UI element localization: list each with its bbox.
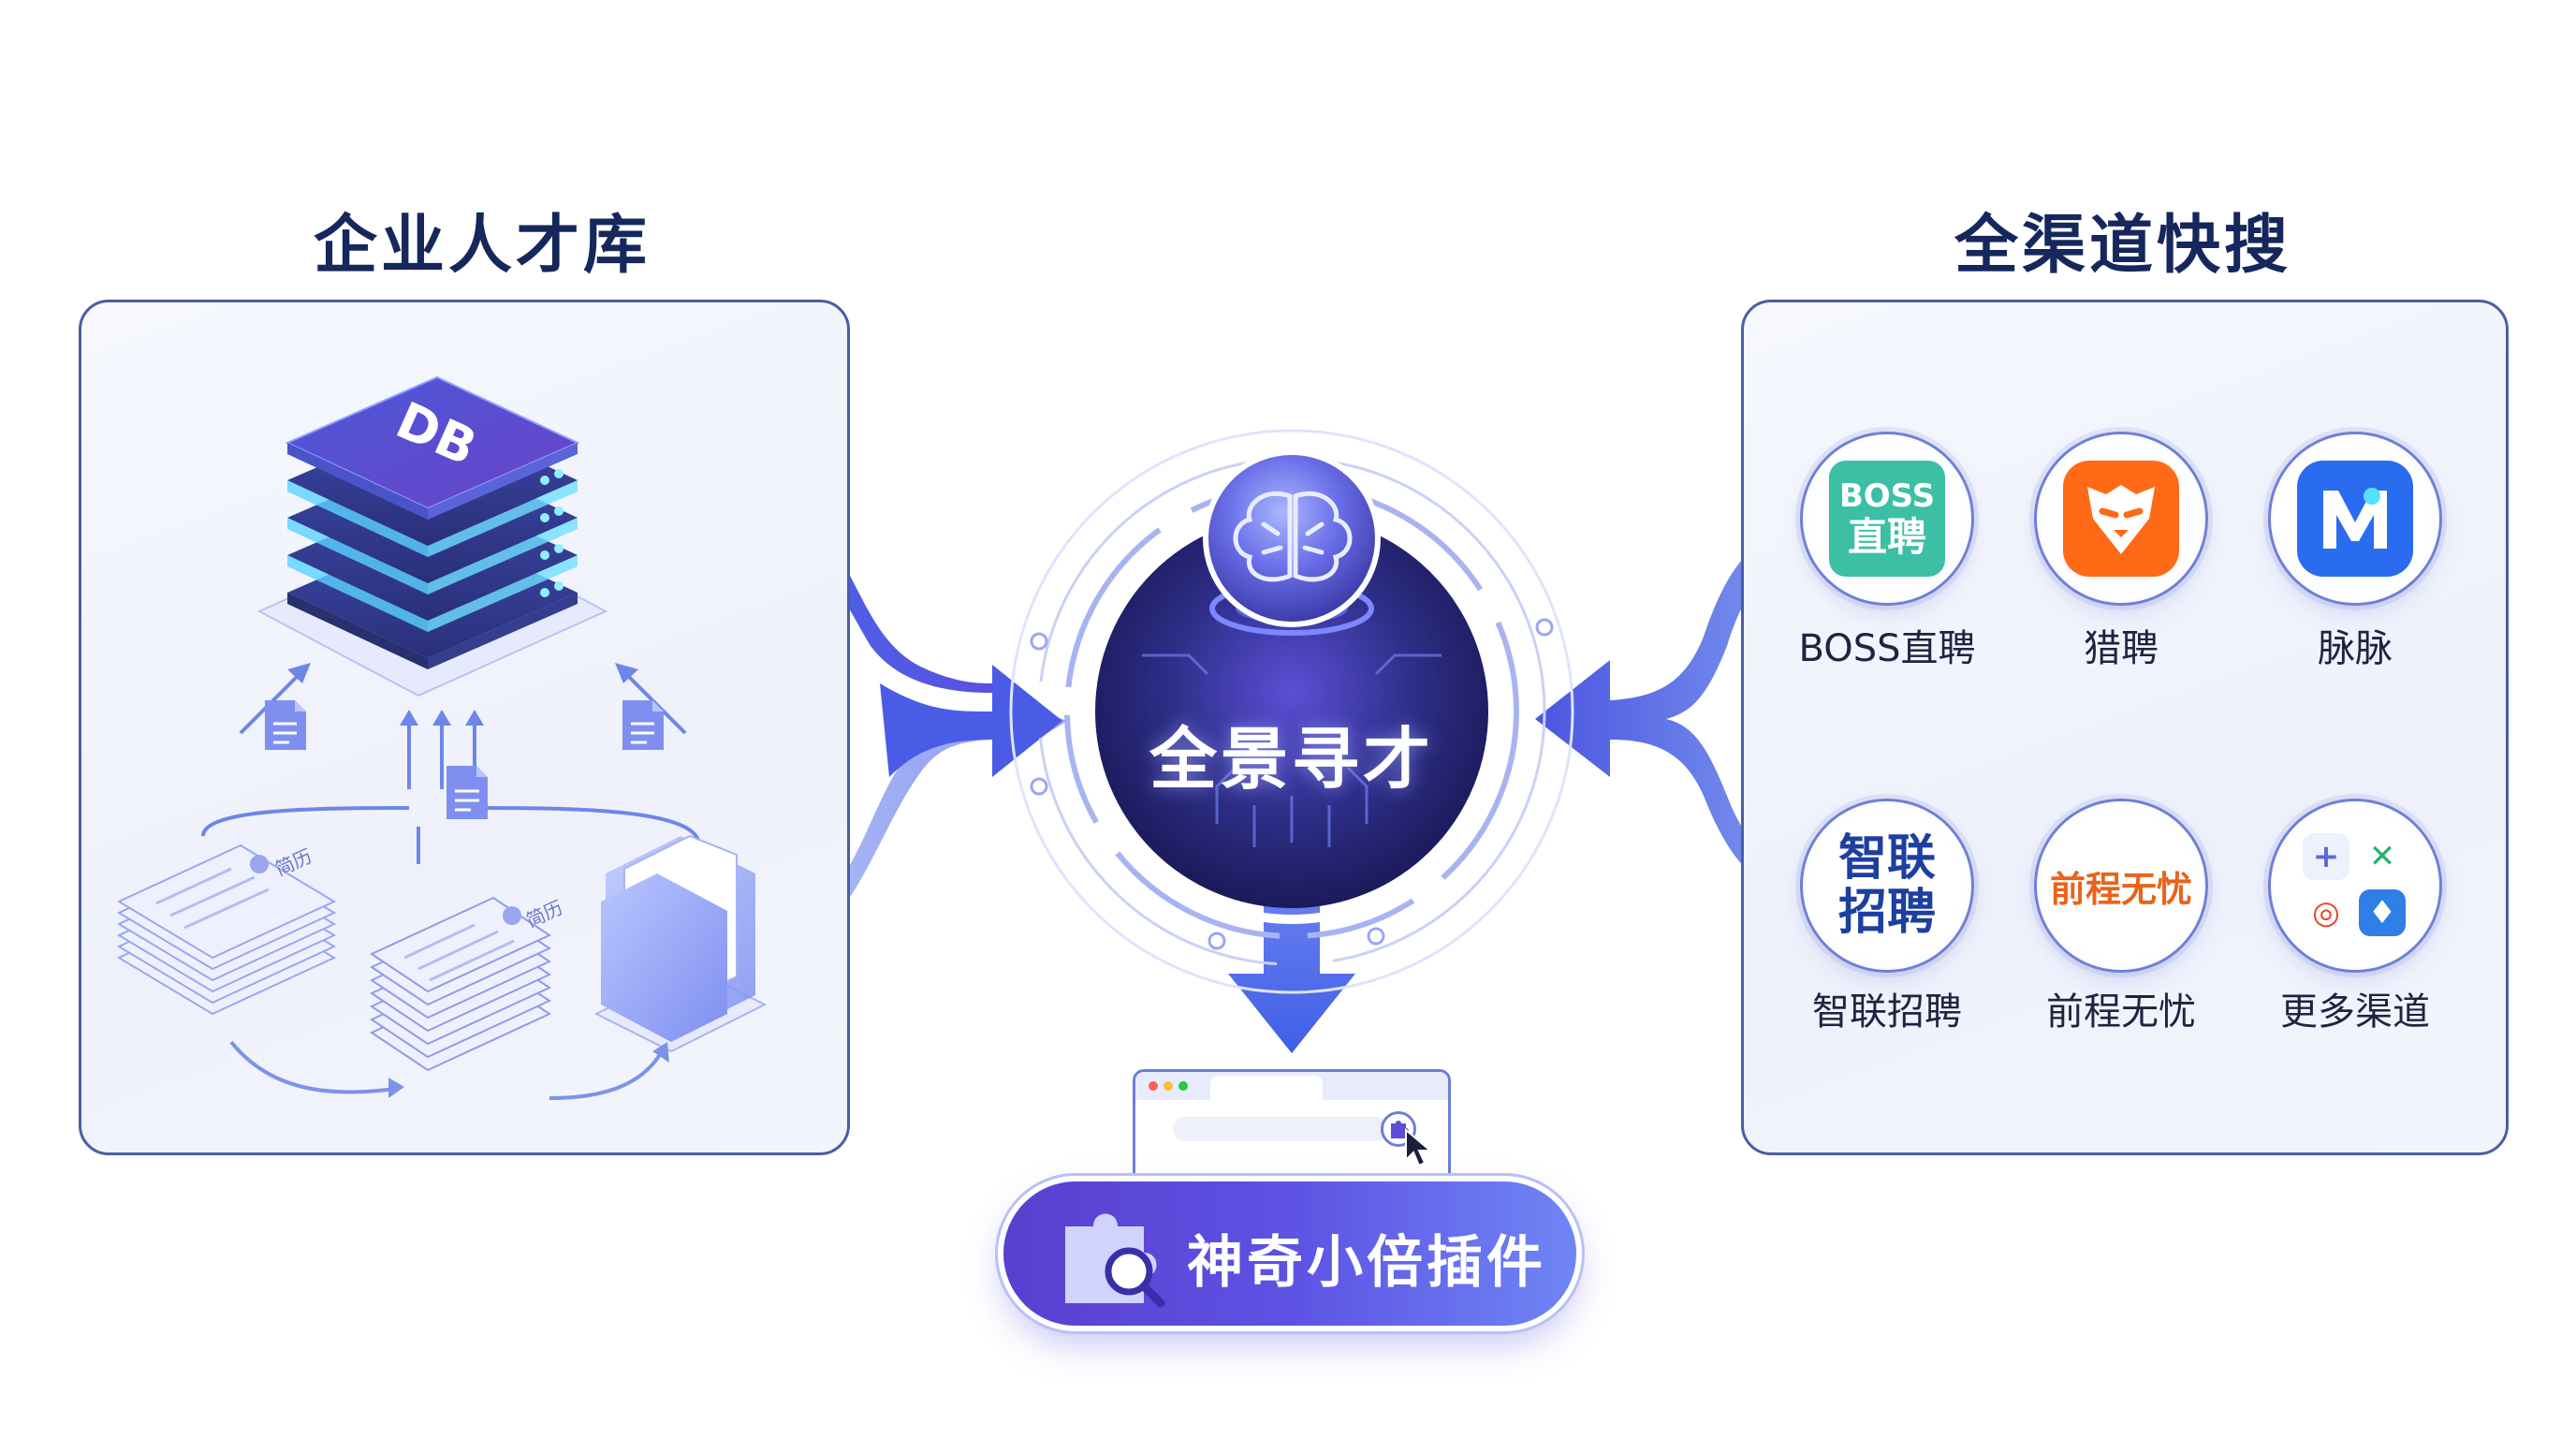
browser-tab <box>1210 1076 1323 1100</box>
51job-logo-tile: 前程无忧 <box>2046 828 2196 944</box>
zhaopin-logo-tile: 智联 招聘 <box>1829 828 1945 944</box>
channel-logo-liepin[interactable] <box>2037 434 2205 603</box>
talent-pool-illustration: DB <box>116 375 768 1100</box>
enterprise-talent-panel: DB <box>79 300 850 1155</box>
document-icon <box>622 700 664 750</box>
channel-label-51job: 前程无忧 <box>2046 990 2196 1034</box>
channel-label-more: 更多渠道 <box>2280 990 2430 1034</box>
browser-maximize-dot <box>1178 1081 1188 1091</box>
plugin-badge[interactable]: 神奇小倍插件 <box>1003 1181 1576 1326</box>
boss-logo-tile: BOSS 直聘 <box>1829 461 1945 577</box>
puzzle-search-icon <box>1065 1213 1165 1308</box>
boss-logo-line1: BOSS <box>1838 477 1936 515</box>
channel-logo-maimai[interactable] <box>2271 434 2439 603</box>
resume-label: 简历 <box>522 896 565 932</box>
resume-label: 简历 <box>271 844 315 880</box>
resume-stack-icon: 简历 <box>369 896 566 1072</box>
lion-icon <box>2087 485 2155 554</box>
browser-address-bar <box>1173 1117 1388 1141</box>
more-chip-cross: ✕ <box>2359 833 2406 880</box>
browser-close-dot <box>1149 1081 1158 1091</box>
more-chip-diamond: ♦ <box>2359 889 2406 936</box>
maimai-m-icon <box>2323 488 2387 549</box>
maimai-logo-tile <box>2297 461 2413 577</box>
channel-label-boss: BOSS直聘 <box>1798 627 1976 670</box>
more-channels-grid-icon: + ✕ ◎ ♦ <box>2301 831 2409 940</box>
channel-label-maimai: 脉脉 <box>2318 627 2393 670</box>
plugin-label: 神奇小倍插件 <box>1187 1230 1546 1296</box>
channel-label-zhaopin: 智联招聘 <box>1812 990 1962 1034</box>
zhaopin-logo-line2: 招聘 <box>1837 885 1936 941</box>
more-chip-ring: ◎ <box>2303 889 2349 936</box>
more-chip-plus: + <box>2303 833 2349 880</box>
51job-logo-text: 前程无忧 <box>2049 868 2192 910</box>
database-icon: DB <box>256 375 608 697</box>
folder-icon <box>593 834 768 1053</box>
channel-logo-51job[interactable]: 前程无忧 <box>2037 801 2205 970</box>
right-section-title: 全渠道快搜 <box>1954 209 2292 283</box>
channel-logo-zhaopin[interactable]: 智联 招聘 <box>1803 801 1971 970</box>
browser-window <box>1133 1069 1451 1186</box>
zhaopin-logo-line1: 智联 <box>1837 830 1936 887</box>
mouse-cursor-icon <box>1405 1128 1433 1167</box>
left-section-title: 企业人才库 <box>314 209 651 283</box>
resume-stack-icon: 简历 <box>116 844 337 1016</box>
channel-label-liepin: 猎聘 <box>2084 627 2159 670</box>
browser-minimize-dot <box>1164 1081 1173 1091</box>
document-icon <box>446 766 488 819</box>
extension-puzzle-icon[interactable] <box>1381 1111 1416 1147</box>
document-icon <box>265 700 306 750</box>
boss-logo-line2: 直聘 <box>1847 514 1926 560</box>
channel-logo-boss[interactable]: BOSS 直聘 <box>1803 434 1971 603</box>
liepin-logo-tile <box>2063 461 2179 577</box>
channel-logo-more[interactable]: + ✕ ◎ ♦ <box>2271 801 2439 970</box>
center-title: 全景寻才 <box>1149 720 1434 799</box>
